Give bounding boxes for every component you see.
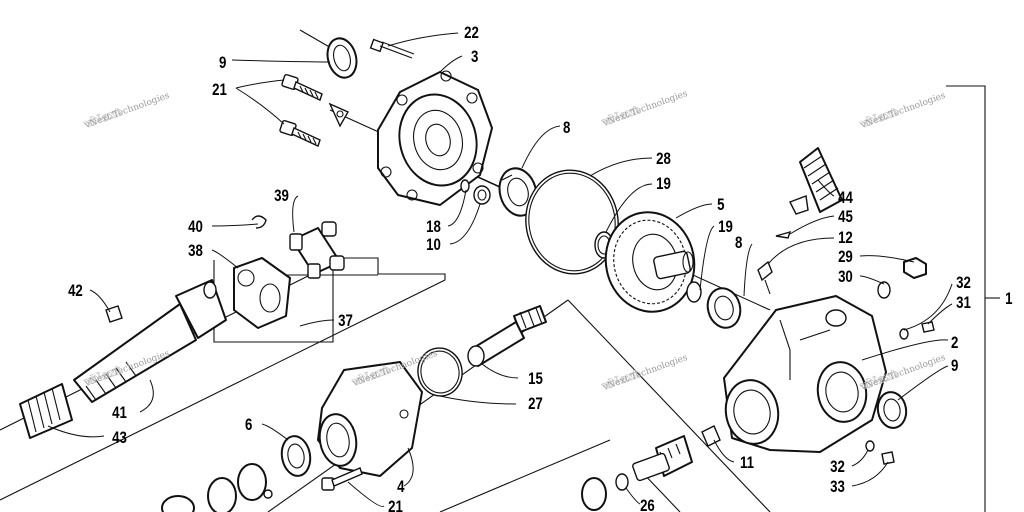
circlip-40: [251, 215, 267, 229]
svg-text:vNext Technologies: vNext Technologies: [601, 89, 690, 129]
bearing-6: [280, 435, 312, 477]
callout-21b: 21: [388, 498, 403, 512]
callout-28: 28: [656, 150, 671, 169]
callout-12: 12: [838, 229, 853, 248]
boot-43: [19, 383, 73, 439]
ring-gear-5: [604, 211, 696, 313]
callout-18: 18: [426, 218, 441, 237]
callout-39: 39: [274, 187, 289, 206]
ring-26: [581, 473, 629, 511]
bolt-21-lower: [321, 467, 363, 491]
input-shaft-15: [467, 305, 547, 367]
washer-18: [460, 179, 470, 193]
callout-8b: 8: [735, 234, 742, 253]
callout-22a: 22: [464, 24, 479, 43]
o-ring-27: [417, 347, 463, 397]
bolt-22: [369, 38, 415, 59]
bolts-21: [279, 73, 323, 147]
callout-27: 27: [528, 395, 543, 414]
callout-labels: 22 3 9 21 8 28 19 5 19 8 44 45 12 29 30 …: [68, 24, 1013, 512]
callout-19a: 19: [656, 175, 671, 194]
leader-lines: [47, 32, 953, 507]
shim-19-second: [686, 281, 702, 303]
watermark-2: vNext vNext Technologies: [599, 89, 690, 130]
svg-text:vNext Technologies: vNext Technologies: [601, 353, 690, 393]
washer-32-bottom: [865, 440, 875, 452]
callout-38: 38: [188, 242, 203, 261]
gasket-small: [328, 102, 349, 128]
callout-10: 10: [426, 236, 441, 255]
callout-45: 45: [838, 208, 853, 227]
callout-42: 42: [68, 282, 83, 301]
callout-4: 4: [397, 478, 405, 497]
cover-housing-3: [377, 70, 493, 206]
lower-left-parts: [161, 463, 273, 512]
plug-29: [903, 257, 927, 279]
callout-15: 15: [528, 370, 543, 389]
watermark-1: vNext vNext Technologies: [81, 91, 172, 132]
seal-9-top: [326, 37, 358, 79]
input-housing-4: [317, 361, 423, 477]
callout-41: 41: [112, 404, 127, 423]
washer-30: [877, 281, 891, 299]
bearing-8-top: [498, 167, 538, 217]
bolt-42: [105, 305, 123, 323]
watermark-3: vNext vNext Technologies: [857, 91, 948, 132]
callout-32b: 32: [830, 458, 845, 477]
callout-40: 40: [188, 218, 203, 237]
bolt-33: [881, 451, 895, 465]
seal-9-right: [876, 391, 908, 429]
pinion-gear: [632, 435, 693, 482]
callout-2: 2: [951, 334, 958, 353]
boot-44: [789, 147, 843, 215]
callout-30: 30: [838, 268, 853, 287]
callout-1: 1: [1005, 290, 1013, 309]
gearcase-housing-2: [723, 295, 887, 453]
shaft-41: [73, 279, 227, 403]
callout-11: 11: [740, 454, 754, 473]
callout-26: 26: [640, 497, 655, 512]
callout-43: 43: [112, 429, 127, 448]
yoke-38: [233, 257, 291, 329]
vent-12: [757, 260, 773, 295]
callout-21a: 21: [212, 81, 227, 100]
callout-3: 3: [471, 48, 478, 67]
callout-32a: 32: [956, 274, 971, 293]
callout-37: 37: [338, 312, 353, 331]
svg-text:vNext Technologies: vNext Technologies: [859, 91, 948, 131]
callout-6: 6: [245, 416, 252, 435]
callout-8a: 8: [563, 119, 570, 138]
callout-33: 33: [830, 478, 845, 497]
bearing-8-second: [706, 287, 742, 329]
callout-5: 5: [717, 196, 725, 215]
callout-9a: 9: [219, 54, 226, 73]
parts: [19, 37, 935, 512]
bearing-11: [701, 425, 721, 447]
callout-29: 29: [838, 248, 853, 267]
callout-31: 31: [956, 294, 971, 313]
u-joint-cross-39: [289, 221, 345, 279]
callout-19b: 19: [718, 218, 733, 237]
callout-44: 44: [838, 189, 853, 208]
watermark-6: vNext vNext Technologies: [599, 353, 690, 394]
clip-45: [775, 230, 792, 239]
callout-9b: 9: [951, 357, 958, 376]
svg-text:vNext Technologies: vNext Technologies: [83, 91, 172, 131]
plug-10: [473, 185, 491, 205]
washer-32-top: [899, 328, 909, 340]
